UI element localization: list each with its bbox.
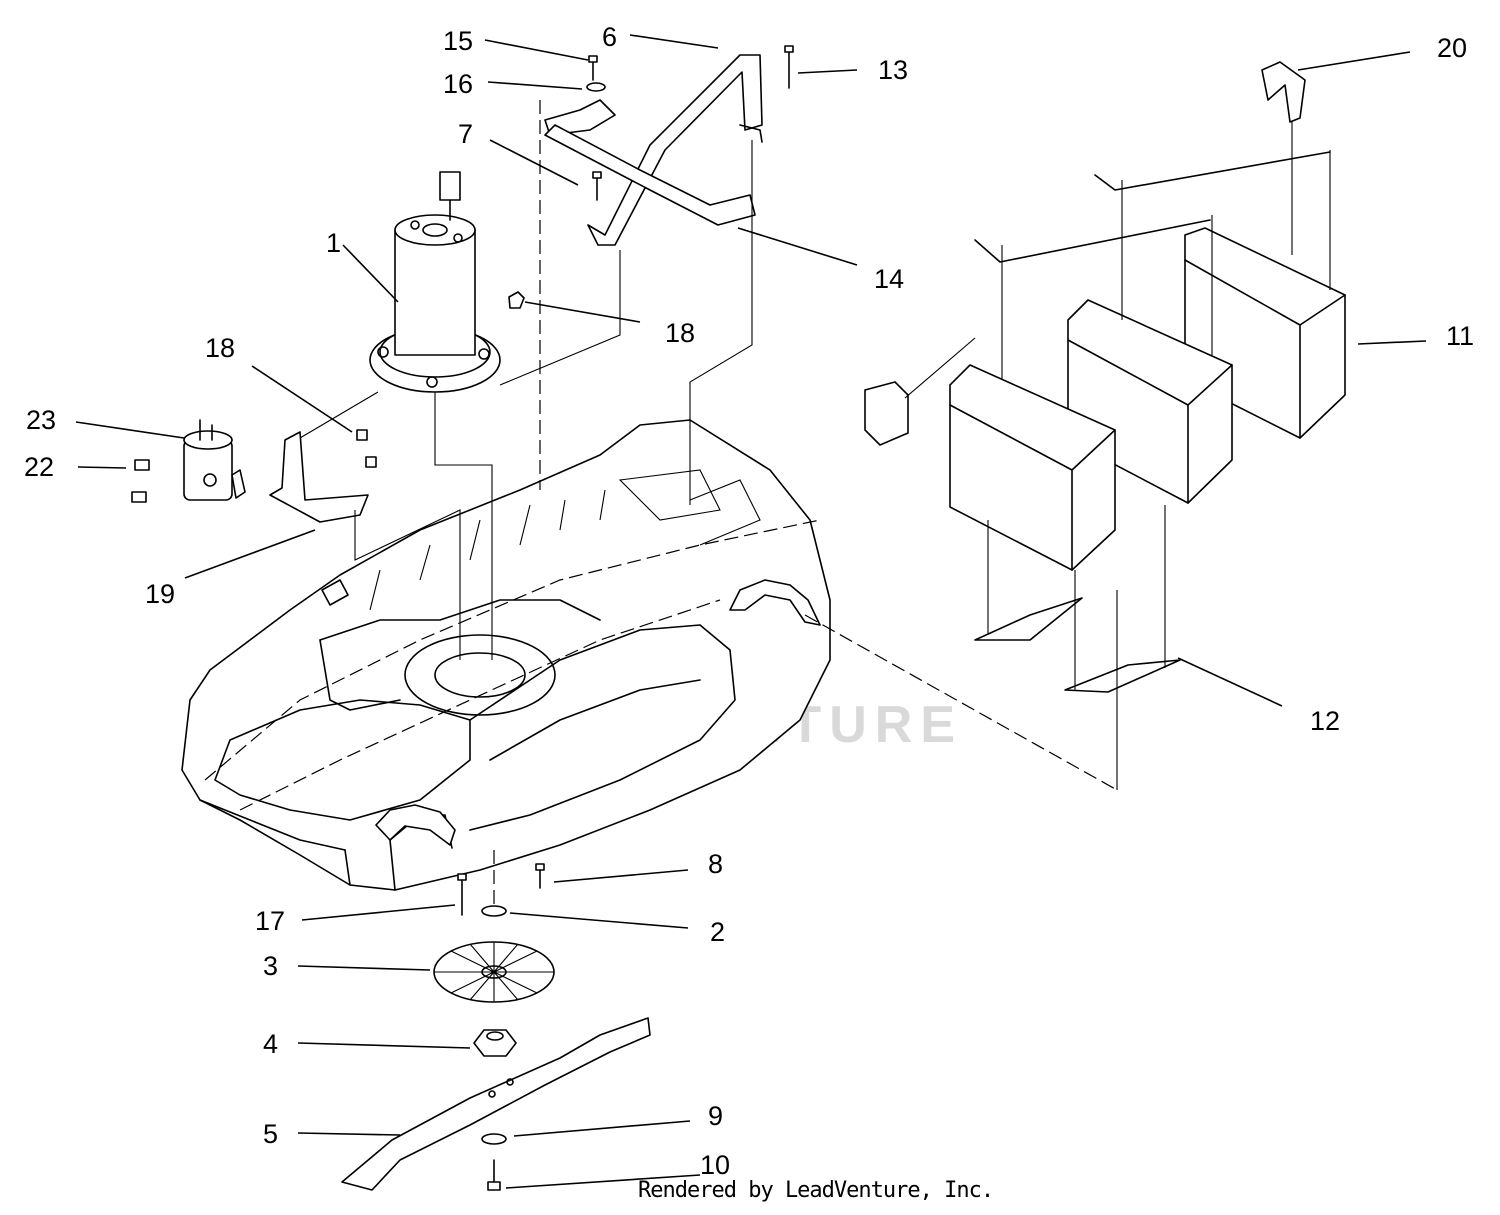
part-label-3: 3 [263, 951, 278, 981]
part-label-6: 6 [602, 22, 617, 52]
part-label-18-motor: 18 [665, 318, 695, 348]
part-label-1: 1 [326, 228, 341, 258]
part-label-9: 9 [708, 1101, 723, 1131]
part-label-2: 2 [710, 917, 725, 947]
part-label-23: 23 [26, 405, 56, 435]
part-labels: 1 2 3 4 5 6 7 8 9 10 11 12 13 14 15 16 1… [24, 22, 1474, 1180]
deck-housing [181, 419, 831, 891]
render-credit: Rendered by LeadVenture, Inc. [638, 1178, 994, 1203]
solenoid [131, 419, 246, 503]
part-label-17: 17 [255, 906, 285, 936]
part-label-16: 16 [443, 69, 473, 99]
part-label-20: 20 [1437, 33, 1467, 63]
part-label-11: 11 [1446, 321, 1474, 351]
part-label-12: 12 [1310, 706, 1340, 736]
mounting-bracket [269, 429, 377, 523]
batteries [864, 61, 1346, 693]
motor [369, 171, 501, 393]
hardware-bolts [508, 45, 794, 309]
part-label-4: 4 [263, 1029, 278, 1059]
handle [544, 54, 763, 246]
part-label-15: 15 [443, 26, 473, 56]
part-label-10: 10 [700, 1150, 730, 1180]
part-label-22: 22 [24, 452, 54, 482]
blade-assembly [341, 863, 651, 1191]
part-label-5: 5 [263, 1119, 278, 1149]
part-label-19: 19 [145, 579, 175, 609]
part-label-18-bracket: 18 [205, 333, 235, 363]
leader-lines [75, 34, 1427, 1189]
part-label-14: 14 [874, 264, 904, 294]
part-label-8: 8 [708, 849, 723, 879]
part-label-7: 7 [458, 119, 473, 149]
part-label-13: 13 [878, 55, 908, 85]
